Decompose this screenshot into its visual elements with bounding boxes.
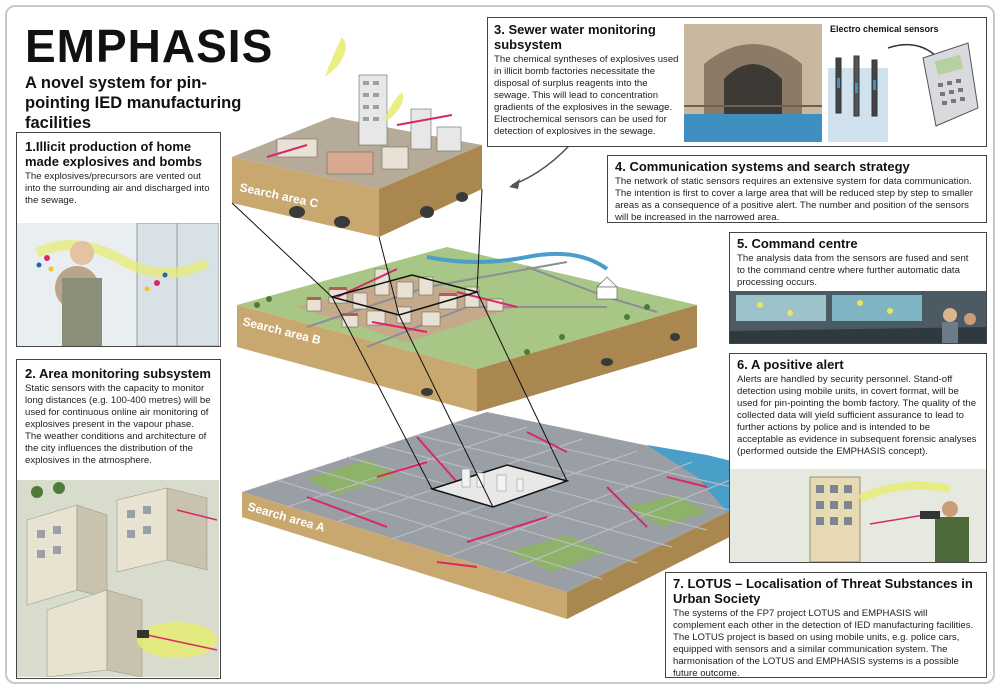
panel-5-heading: 5. Command centre [737,236,858,251]
panel-illicit-production: 1.Illicit production of home made explos… [16,132,221,347]
search-area-c-block [232,37,482,237]
panel-3-heading: 3. Sewer water monitoring subsystem [494,22,656,52]
panel-4-body: The network of static sensors requires a… [615,176,973,223]
electrochemical-sensors-illustration [828,42,979,142]
search-areas-illustration: Search area C Search area B Search area … [231,37,797,619]
panel-communication-systems: 4. Communication systems and search stra… [607,155,987,223]
projection-lines [231,188,568,508]
panel-area-monitoring: 2. Area monitoring subsystem Static sens… [16,359,221,679]
bomb-maker-illustration [17,223,219,346]
panel-2-body: Static sensors with the capacity to moni… [25,383,211,466]
page-subtitle: A novel system for pin-pointing IED manu… [25,74,242,132]
area-monitoring-illustration [17,480,219,677]
panel-2-heading: 2. Area monitoring subsystem [25,366,211,381]
search-area-b-block [237,247,697,412]
command-centre-illustration [730,291,986,343]
sewer-tunnel-illustration [684,24,822,142]
panel-3-body: The chemical syntheses of explosives use… [494,54,679,137]
panel-4-heading: 4. Communication systems and search stra… [615,159,910,174]
panel-positive-alert: 6. A positive alert Alerts are handled b… [729,353,987,563]
panel-1-heading: 1.Illicit production of home made explos… [25,139,203,169]
page-title: EMPHASIS [25,20,274,72]
panel-7-heading: 7. LOTUS – Localisation of Threat Substa… [673,576,973,606]
panel-5-body: The analysis data from the sensors are f… [737,253,969,288]
panel-lotus: 7. LOTUS – Localisation of Threat Substa… [665,572,987,679]
positive-alert-illustration [730,469,986,562]
sensor-caption: Electro chemical sensors [830,24,939,34]
panel-sewer-monitoring: 3. Sewer water monitoring subsystem The … [487,17,987,147]
panel-1-body: The explosives/precursors are vented out… [25,171,210,206]
panel-6-body: Alerts are handled by security personnel… [737,374,977,457]
panel-7-body: The systems of the FP7 project LOTUS and… [673,608,974,679]
panel-6-heading: 6. A positive alert [737,357,844,372]
panel-command-centre: 5. Command centre The analysis data from… [729,232,987,344]
poster-frame: Search area C Search area B Search area … [5,5,995,684]
